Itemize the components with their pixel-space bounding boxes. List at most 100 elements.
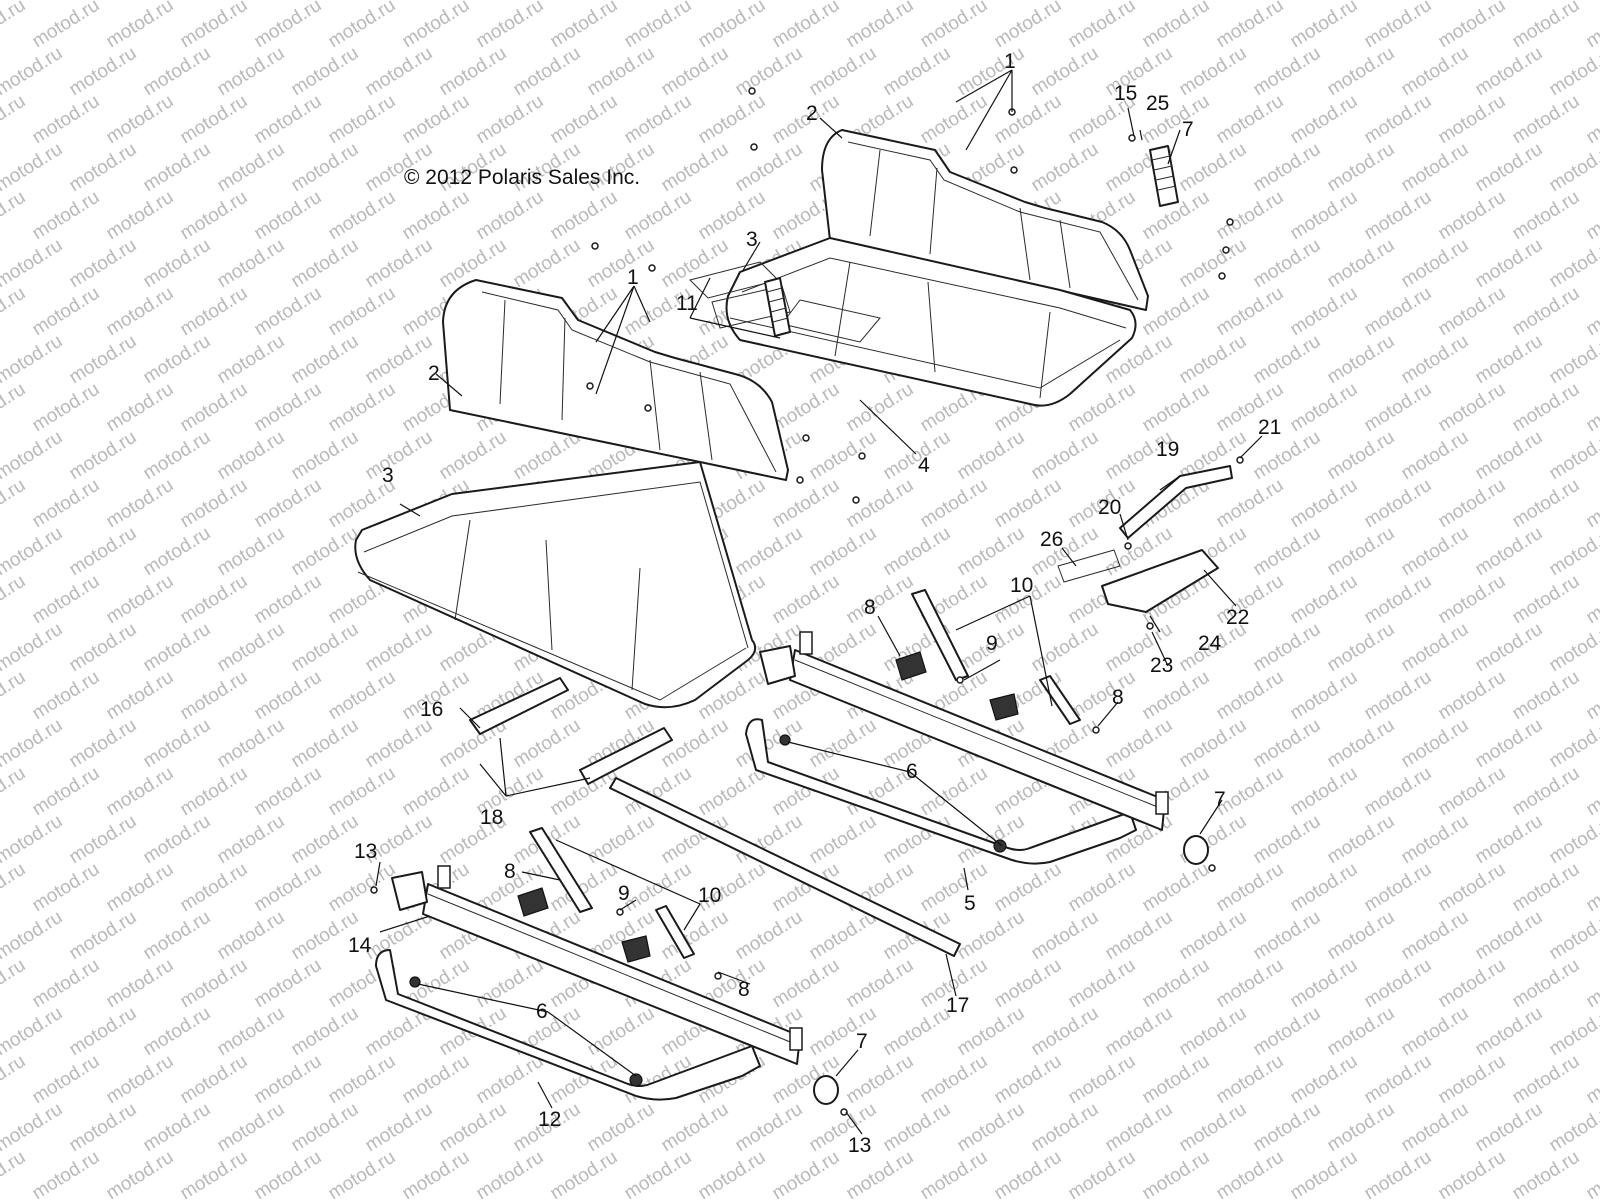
watermark-text: motod.ru <box>954 1099 1029 1157</box>
watermark-text: motod.ru <box>806 427 881 485</box>
watermark-text: motod.ru <box>1546 139 1600 197</box>
watermark-text: motod.ru <box>436 1099 511 1157</box>
watermark-text: motod.ru <box>1324 1003 1399 1061</box>
watermark-text: motod.ru <box>1250 1099 1325 1157</box>
watermark-text: motod.ru <box>0 859 29 917</box>
watermark-text: motod.ru <box>214 811 289 869</box>
watermark-text: motod.ru <box>917 859 992 917</box>
spring-mid <box>764 277 791 337</box>
watermark-text: motod.ru <box>1472 427 1547 485</box>
watermark-text: motod.ru <box>29 1051 104 1109</box>
watermark-text: motod.ru <box>991 475 1066 533</box>
watermark-text: motod.ru <box>621 91 696 149</box>
watermark-text: motod.ru <box>140 907 215 965</box>
watermark-text: motod.ru <box>66 427 141 485</box>
watermark-text: motod.ru <box>140 1099 215 1157</box>
watermark-text: motod.ru <box>1435 475 1510 533</box>
callout-7-front: 7 <box>856 1030 868 1053</box>
watermark-text: motod.ru <box>251 955 326 1013</box>
front-buckle-1 <box>517 887 549 917</box>
watermark-text: motod.ru <box>140 427 215 485</box>
watermark-text: motod.ru <box>140 523 215 581</box>
watermark-text: motod.ru <box>1472 1099 1547 1157</box>
watermark-text: motod.ru <box>1361 859 1436 917</box>
watermark-text: motod.ru <box>732 1099 807 1157</box>
watermark-text: motod.ru <box>1472 715 1547 773</box>
watermark-text: motod.ru <box>1509 379 1584 437</box>
watermark-text: motod.ru <box>1509 859 1584 917</box>
watermark-text: motod.ru <box>1583 475 1600 533</box>
rear-seat-assembly <box>725 129 1149 407</box>
watermark-text: motod.ru <box>1065 0 1140 52</box>
watermark-text: motod.ru <box>1546 811 1600 869</box>
watermark-text: motod.ru <box>1546 331 1600 389</box>
watermark-text: motod.ru <box>1583 763 1600 821</box>
watermark-text: motod.ru <box>1472 619 1547 677</box>
watermark-text: motod.ru <box>1324 811 1399 869</box>
watermark-text: motod.ru <box>917 1051 992 1109</box>
watermark-text: motod.ru <box>0 283 29 341</box>
watermark-text: motod.ru <box>1509 1147 1584 1200</box>
watermark-text: motod.ru <box>584 1099 659 1157</box>
watermark-text: motod.ru <box>1287 571 1362 629</box>
watermark-text: motod.ru <box>621 0 696 52</box>
watermark-text: motod.ru <box>806 811 881 869</box>
watermark-text: motod.ru <box>1472 235 1547 293</box>
callout-20: 20 <box>1098 496 1121 519</box>
watermark-text: motod.ru <box>991 955 1066 1013</box>
watermark-text: motod.ru <box>66 907 141 965</box>
watermark-text: motod.ru <box>103 571 178 629</box>
watermark-text: motod.ru <box>177 379 252 437</box>
watermark-text: motod.ru <box>1583 91 1600 149</box>
watermark-text: motod.ru <box>251 283 326 341</box>
watermark-text: motod.ru <box>436 43 511 101</box>
watermark-text: motod.ru <box>1176 235 1251 293</box>
watermark-text: motod.ru <box>1546 715 1600 773</box>
watermark-text: motod.ru <box>880 43 955 101</box>
watermark-text: motod.ru <box>362 43 437 101</box>
watermark-text: motod.ru <box>288 811 363 869</box>
callout-labels: 1 1 2 2 3 3 4 5 6 6 7 7 7 8 8 8 8 9 9 10… <box>348 50 1281 1157</box>
callout-8-rear-b: 8 <box>1112 686 1124 709</box>
watermark-text: motod.ru <box>1435 1147 1510 1200</box>
watermark-text: motod.ru <box>140 331 215 389</box>
watermark-text: motod.ru <box>1583 379 1600 437</box>
watermark-text: motod.ru <box>362 331 437 389</box>
watermark-text: motod.ru <box>0 427 66 485</box>
watermark-text: motod.ru <box>991 1147 1066 1200</box>
callout-3-upper: 3 <box>746 228 758 251</box>
watermark-text: motod.ru <box>103 283 178 341</box>
watermark-text: motod.ru <box>140 1003 215 1061</box>
watermark-text: motod.ru <box>177 91 252 149</box>
watermark-text: motod.ru <box>843 955 918 1013</box>
watermark-text: motod.ru <box>1472 907 1547 965</box>
watermark-text: motod.ru <box>1361 0 1436 52</box>
watermark-text: motod.ru <box>0 1003 66 1061</box>
front-latch-left <box>391 871 428 911</box>
watermark-text: motod.ru <box>621 1147 696 1200</box>
rear-bumper-left <box>779 734 791 746</box>
watermark-text: motod.ru <box>399 763 474 821</box>
callout-8-front-b: 8 <box>738 978 750 1001</box>
watermark-text: motod.ru <box>66 235 141 293</box>
watermark-text: motod.ru <box>1213 859 1288 917</box>
watermark-text: motod.ru <box>1287 187 1362 245</box>
watermark-text: motod.ru <box>1361 571 1436 629</box>
watermark-text: motod.ru <box>66 811 141 869</box>
watermark-text: motod.ru <box>177 955 252 1013</box>
front-seat-base-frame <box>375 865 839 1105</box>
watermark-text: motod.ru <box>1583 571 1600 629</box>
watermark-text: motod.ru <box>584 1003 659 1061</box>
watermark-text: motod.ru <box>1472 1003 1547 1061</box>
watermark-text: motod.ru <box>288 139 363 197</box>
watermark-text: motod.ru <box>66 1003 141 1061</box>
watermark-text: motod.ru <box>880 1003 955 1061</box>
watermark-text: motod.ru <box>1213 283 1288 341</box>
watermark-text: motod.ru <box>0 0 29 52</box>
callout-10-front: 10 <box>698 884 721 907</box>
callout-8-front-a: 8 <box>504 860 516 883</box>
watermark-text: motod.ru <box>1213 667 1288 725</box>
watermark-text: motod.ru <box>362 427 437 485</box>
watermark-text: motod.ru <box>1509 1051 1584 1109</box>
